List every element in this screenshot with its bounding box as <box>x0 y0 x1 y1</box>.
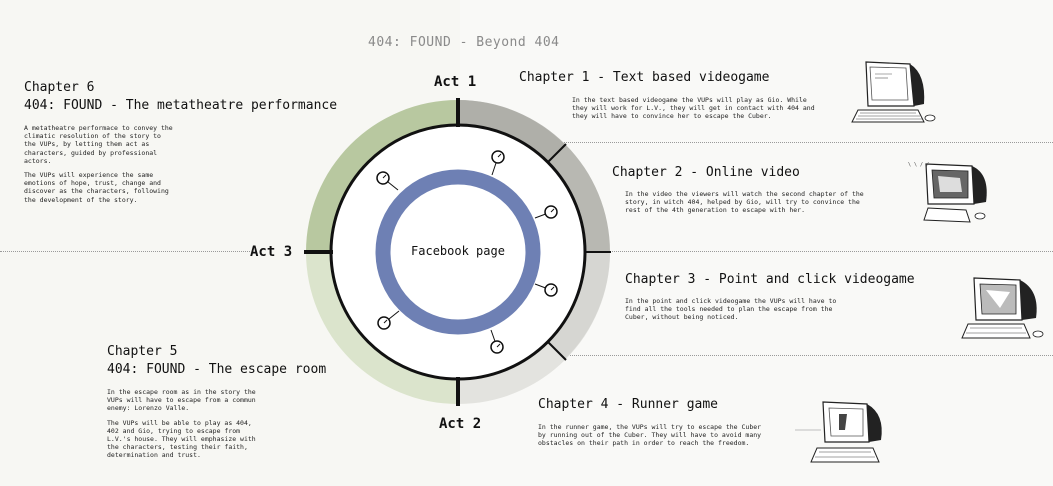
act3-lower-segment <box>306 252 458 404</box>
chapter4-title: Chapter 4 - Runner game <box>538 397 719 412</box>
center-label: Facebook page <box>411 244 505 258</box>
computer-point-click-icon <box>961 277 1044 339</box>
chapter6-description-2: The VUPs will experience the same emotio… <box>24 171 169 204</box>
chapter6-description-1: A metatheatre performace to convey the c… <box>24 124 173 165</box>
divider-line <box>0 251 250 252</box>
computer-runner-icon <box>795 401 882 463</box>
chapter3-description: In the point and click videogame the VUP… <box>625 297 837 322</box>
clock-icon <box>490 329 504 354</box>
chapter5-title: Chapter 5 <box>107 344 178 359</box>
chapter-divider <box>547 341 567 361</box>
chapter4-description: In the runner game, the VUPs will try to… <box>538 423 762 448</box>
chapter3-title: Chapter 3 - Point and click videogame <box>625 272 915 287</box>
clock-icon <box>534 205 558 219</box>
act3-label: Act 3 <box>250 244 293 260</box>
clock-icon <box>376 171 399 191</box>
page-title: 404: FOUND - Beyond 404 <box>368 35 560 50</box>
act3-upper-segment <box>306 100 458 252</box>
chapter6-subtitle: 404: FOUND - The metatheatre performance <box>24 98 338 113</box>
chapter2-title: Chapter 2 - Online video <box>612 165 800 180</box>
chapter2-description: In the video the viewers will watch the … <box>625 190 864 215</box>
chapter5-subtitle: 404: FOUND - The escape room <box>107 362 327 377</box>
divider-line <box>556 142 1053 143</box>
clock-icon <box>377 310 400 330</box>
chapter-divider <box>547 143 567 163</box>
computer-text-game-icon <box>851 61 936 123</box>
divider-line <box>570 355 1053 356</box>
chapter5-description: In the escape room as in the story the V… <box>107 388 267 466</box>
computer-video-icon: \ \ / / <box>908 162 987 223</box>
clock-icon <box>491 150 505 176</box>
divider-line <box>610 251 1053 252</box>
chapter1-title: Chapter 1 - Text based videogame <box>519 70 770 85</box>
chapter5-description-2: The VUPs will be able to play as 404, 40… <box>107 418 256 460</box>
chapter6-description: A metatheatre performace to convey the c… <box>24 124 174 210</box>
facebook-ring <box>375 169 541 335</box>
chapter5-description-1: In the escape room as in the story the V… <box>107 388 256 413</box>
act2-label: Act 2 <box>439 416 482 432</box>
chapter6-title: Chapter 6 <box>24 80 95 95</box>
act2-segment-shade <box>548 252 610 359</box>
svg-text:\ \ / /: \ \ / / <box>908 162 929 168</box>
act1-segment-shade <box>458 100 565 162</box>
clock-icon <box>534 283 558 297</box>
chapter1-description: In the text based videogame the VUPs wil… <box>572 96 815 121</box>
act1-label: Act 1 <box>434 74 477 90</box>
